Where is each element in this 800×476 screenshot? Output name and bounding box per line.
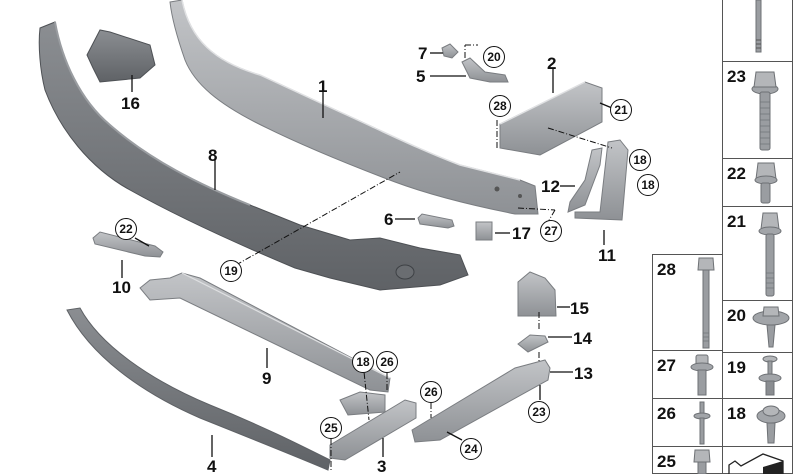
part-8-bumper-carrier[interactable] [38,21,469,291]
fastener-cell-28[interactable]: 28 [652,254,723,351]
fastener-label-22: 22 [727,164,746,183]
zigzag-symbol-icon [728,453,784,474]
fastener-cell-18[interactable]: 18 [722,398,793,447]
blind-rivet-icon [693,401,711,445]
callout-9[interactable]: 9 [262,369,272,388]
callout-6[interactable]: 6 [384,210,394,229]
callout-8[interactable]: 8 [208,146,218,165]
fastener-cell-20[interactable]: 20 [722,300,793,353]
long-bolt-icon [755,0,762,53]
part-12-bracket[interactable] [567,147,603,213]
fastener-cell-23[interactable]: 23 [722,61,793,159]
callout-1[interactable]: 1 [318,77,328,96]
circled-callout-26[interactable]: 26 [420,381,442,403]
fastener-label-19: 19 [727,358,746,377]
part-15-bracket[interactable] [517,271,557,317]
fastener-label-21: 21 [727,212,746,231]
fastener-label-23: 23 [727,67,746,86]
circled-callout-18[interactable]: 18 [352,351,374,373]
hex-bolt-icon [693,449,711,474]
fastener-cell-22[interactable]: 22 [722,158,793,207]
fastener-cell-26[interactable]: 26 [652,398,723,447]
socket-bolt-icon [690,354,714,396]
expanding-rivet-icon [758,355,782,396]
part-17-clip[interactable] [475,221,493,241]
fastener-cell-21[interactable]: 21 [722,206,793,301]
fastener-cell-long-bolt[interactable] [722,0,793,62]
part-1-cross-member[interactable] [169,0,539,215]
leader-lines [121,52,613,457]
part-9-bar[interactable] [139,272,391,416]
callout-17[interactable]: 17 [512,224,531,243]
fastener-label-28: 28 [657,260,676,279]
part-16-bracket[interactable] [86,29,156,83]
part-11-bracket[interactable] [574,139,629,221]
short-hex-bolt-icon [754,162,778,204]
circled-callout-24[interactable]: 24 [460,438,482,460]
part-5-bracket[interactable] [461,57,509,83]
circled-callout-18[interactable]: 18 [629,149,651,171]
part-13-rail[interactable] [411,359,551,443]
part-7-clip[interactable] [441,43,459,59]
callout-16[interactable]: 16 [121,94,140,113]
part-14-plate[interactable] [517,334,549,353]
long-hex-bolt-icon [758,212,782,297]
circled-callout-21[interactable]: 21 [610,99,632,121]
callout-13[interactable]: 13 [574,364,593,383]
fastener-label-18: 18 [727,404,746,423]
circled-callout-19[interactable]: 19 [220,260,242,282]
flange-hex-bolt-icon [751,71,779,151]
callout-4[interactable]: 4 [207,457,217,476]
fastener-label-27: 27 [657,356,676,375]
part-10-plate[interactable] [92,231,164,258]
part-4-strip[interactable] [66,307,331,471]
fastener-cell-symbol[interactable] [722,446,793,474]
fastener-cell-27[interactable]: 27 [652,350,723,399]
circled-callout-20[interactable]: 20 [483,46,505,68]
circled-callout-18[interactable]: 18 [637,174,659,196]
part-6-plate[interactable] [417,213,455,229]
circled-callout-22[interactable]: 22 [115,218,137,240]
circled-callout-25[interactable]: 25 [320,417,342,439]
fastener-cell-25[interactable]: 25 [652,446,723,474]
callout-15[interactable]: 15 [570,299,589,318]
fastener-label-25: 25 [657,452,676,471]
fastener-label-26: 26 [657,404,676,423]
torx-screw-icon [756,405,786,444]
callout-7[interactable]: 7 [418,44,428,63]
washer-bolt-icon [752,306,790,348]
callout-3[interactable]: 3 [377,457,387,476]
callout-10[interactable]: 10 [112,278,131,297]
fastener-label-20: 20 [727,306,746,325]
long-hex-bolt-icon [697,257,715,349]
circled-callout-23[interactable]: 23 [528,401,550,423]
callout-5[interactable]: 5 [416,67,426,86]
fastener-cell-19[interactable]: 19 [722,352,793,399]
circled-callout-27[interactable]: 27 [540,220,562,242]
callout-2[interactable]: 2 [547,54,557,73]
callout-12[interactable]: 12 [541,177,560,196]
part-3-profile[interactable] [329,399,417,461]
callout-14[interactable]: 14 [573,329,592,348]
part-2-crash-box[interactable] [499,81,603,156]
callout-11[interactable]: 11 [598,246,616,265]
circled-callout-26[interactable]: 26 [376,351,398,373]
circled-callout-28[interactable]: 28 [489,95,511,117]
